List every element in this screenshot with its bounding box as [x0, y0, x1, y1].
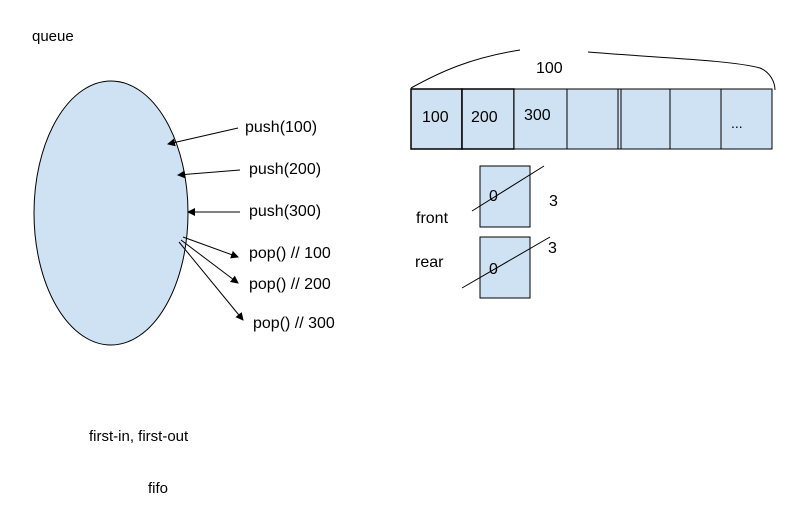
queue-ellipse — [33, 80, 189, 346]
array-cell-6 — [669, 88, 722, 150]
array-size-label: 100 — [536, 60, 563, 77]
front-old-value: 0 — [489, 188, 498, 205]
front-box — [479, 165, 531, 228]
array-cell-5 — [617, 88, 671, 150]
push-300-label: push(300) — [249, 203, 322, 220]
array-cell-7-text: ... — [731, 115, 743, 131]
pop-arrow-1 — [182, 236, 239, 259]
push-200-label: push(200) — [249, 161, 322, 178]
array-cell-2 — [461, 88, 515, 150]
rear-box — [479, 236, 531, 299]
array-cell-7 — [720, 88, 773, 150]
front-strike — [471, 165, 545, 212]
rear-old-value: 0 — [489, 261, 498, 278]
array-cell-1 — [410, 88, 463, 150]
array-cell-1-text: 100 — [422, 109, 449, 126]
front-label: front — [416, 210, 449, 227]
front-new-value: 3 — [549, 193, 558, 210]
rear-strike — [461, 236, 551, 289]
pop-100-label: pop() // 100 — [249, 245, 331, 262]
fifo-long-note: first-in, first-out — [89, 428, 189, 445]
push-100-label: push(100) — [245, 119, 318, 136]
pop-300-label: pop() // 300 — [253, 315, 335, 332]
pop-200-label: pop() // 200 — [249, 276, 331, 293]
diagram-title: queue — [32, 28, 74, 45]
array-size-brace-right — [587, 51, 776, 91]
rear-label: rear — [415, 254, 444, 271]
push-arrow-1 — [167, 127, 239, 147]
pop-arrow-3 — [178, 241, 244, 321]
array-size-brace — [410, 49, 521, 89]
array-cell-4 — [566, 88, 619, 150]
pop-arrow-2 — [180, 239, 239, 284]
push-arrow-2 — [177, 169, 241, 179]
array-cell-2-text: 200 — [471, 109, 498, 126]
fifo-short-note: fifo — [148, 480, 169, 497]
rear-new-value: 3 — [548, 240, 557, 257]
array-cell-3-text: 300 — [524, 107, 551, 124]
